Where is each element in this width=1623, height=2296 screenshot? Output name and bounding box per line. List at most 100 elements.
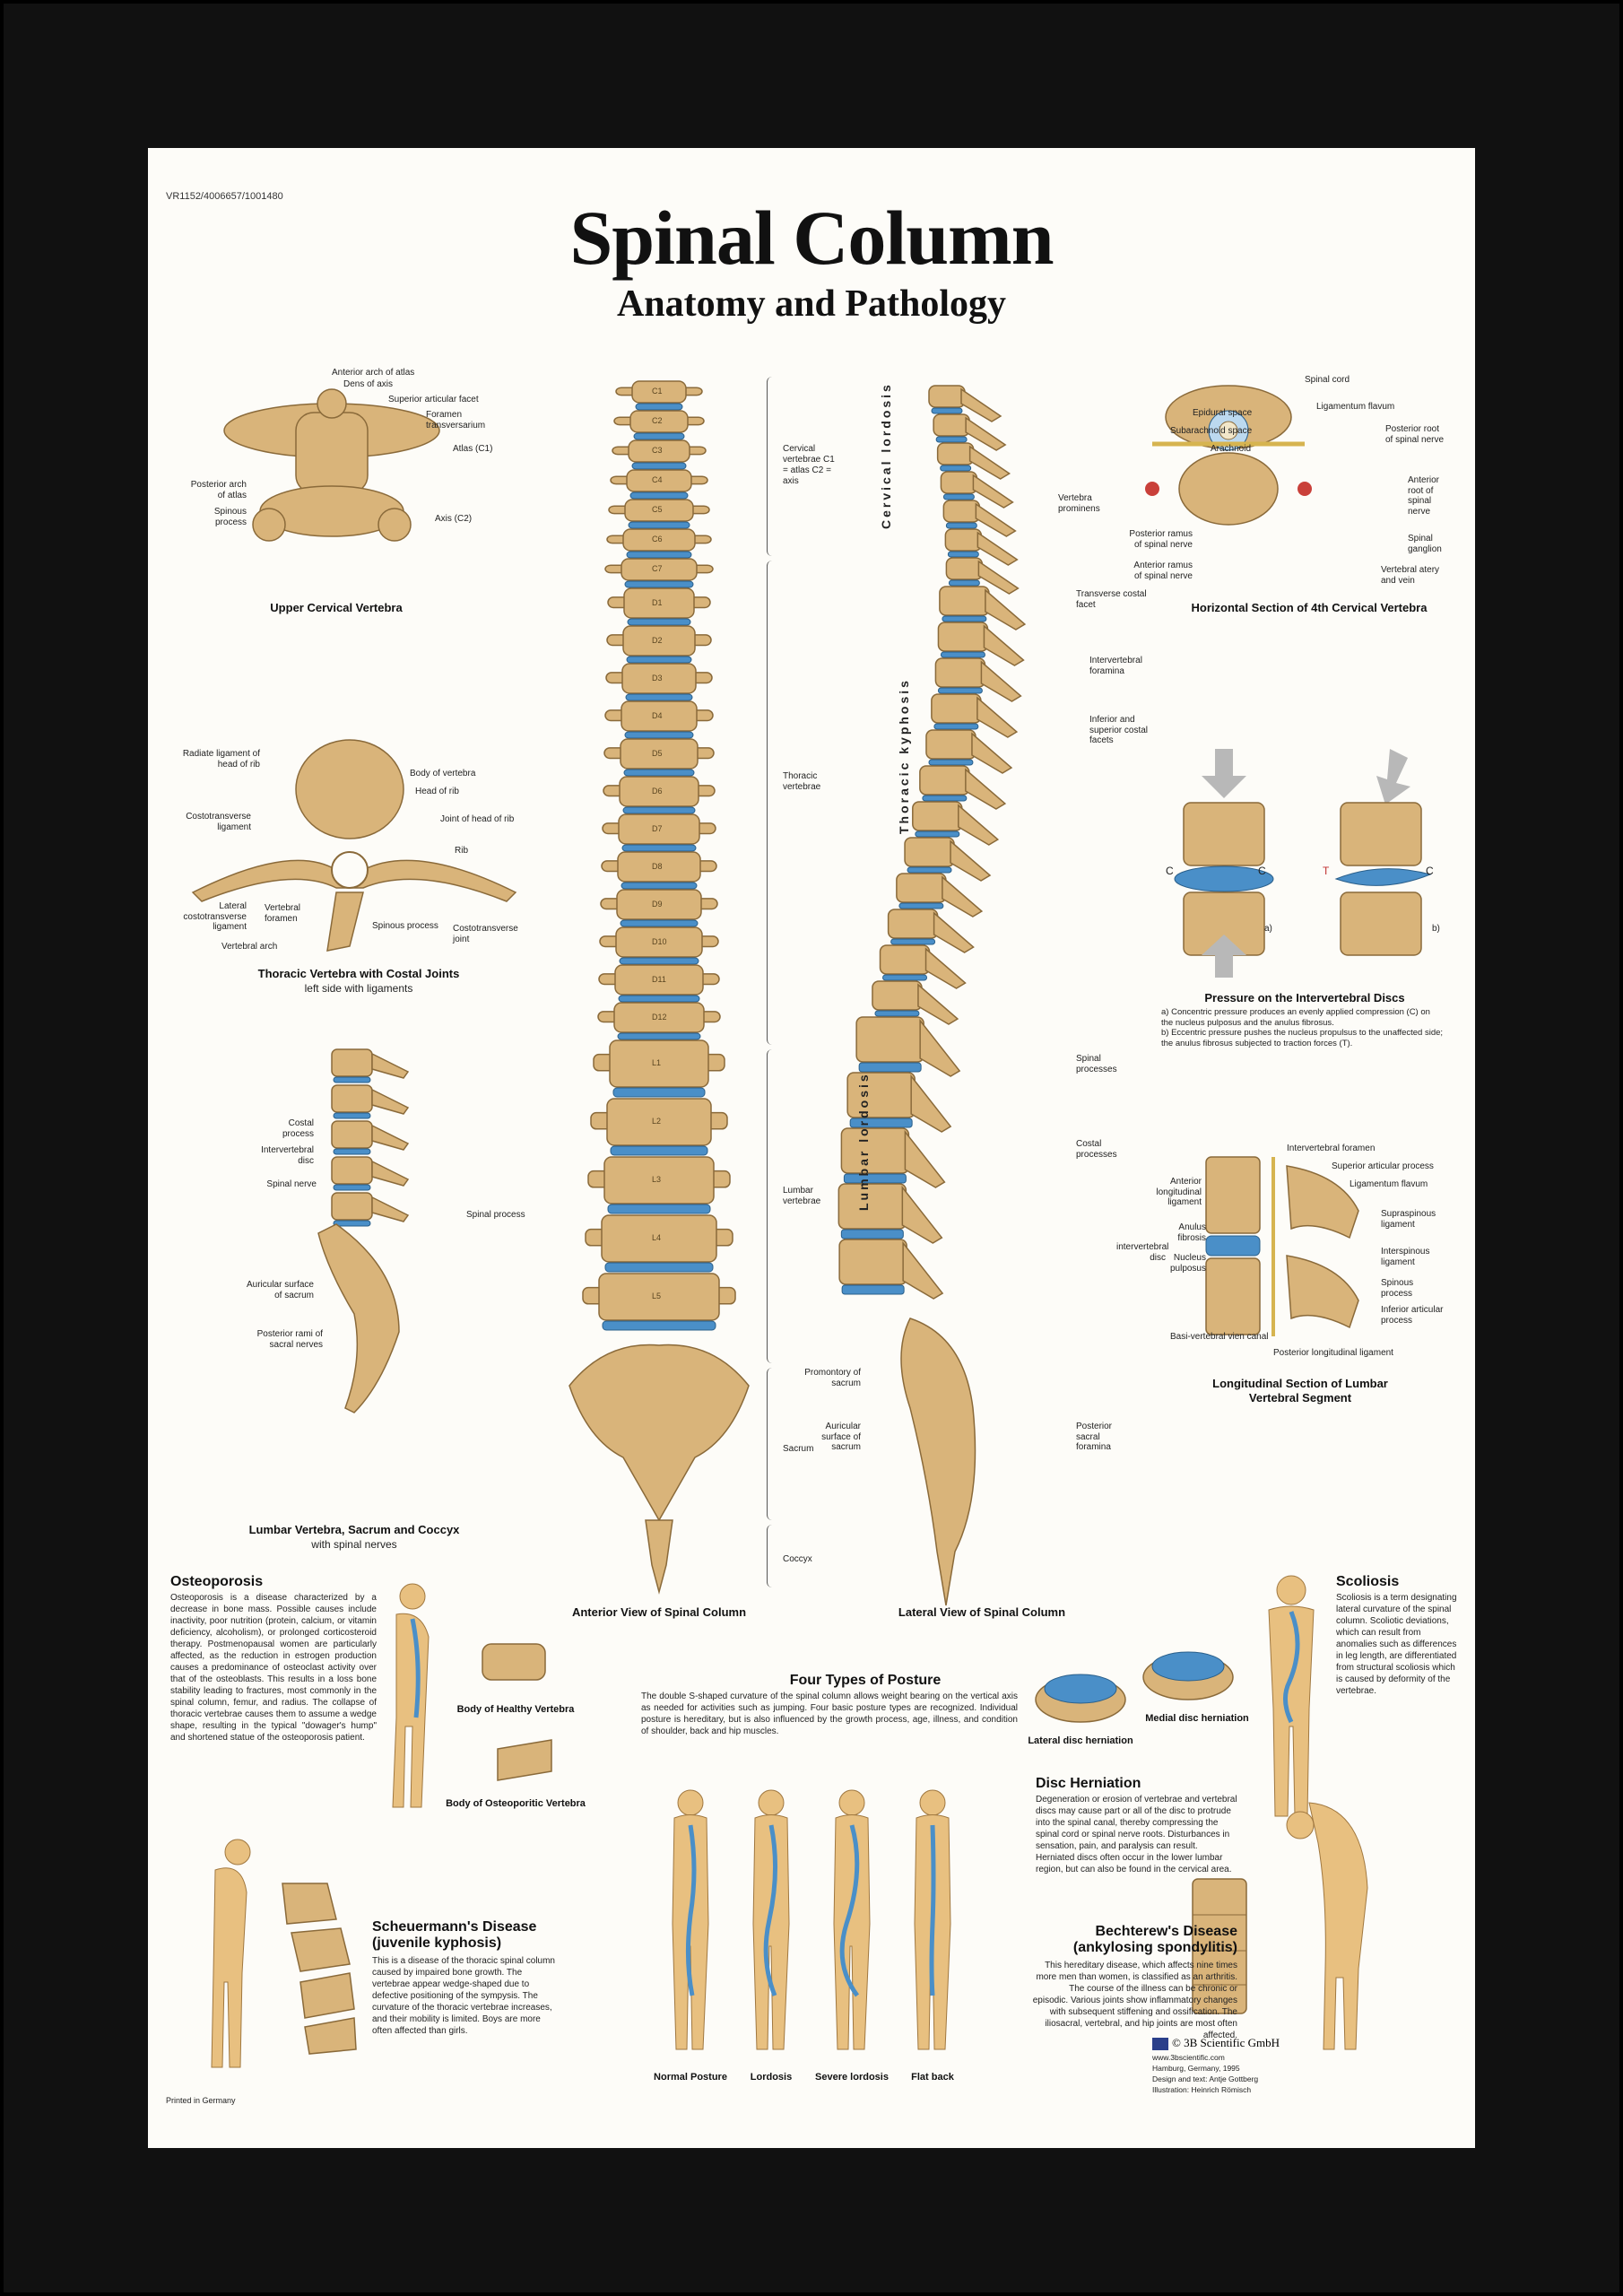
anterior-disc-c1 xyxy=(635,403,683,411)
label-costal-processes: Costal processes xyxy=(1076,1139,1117,1160)
bechterew-vertebrae xyxy=(1192,1878,1247,2014)
anterior-disc-c3 xyxy=(631,462,687,470)
lateral-spinous-process xyxy=(976,696,1019,738)
printed-in-germany: Printed in Germany xyxy=(166,2096,236,2105)
medial-herniation-caption: Medial disc herniation xyxy=(1145,1713,1249,1724)
label-foramen-transversarium: Foramen transversarium xyxy=(426,410,486,430)
lateral-vertebra xyxy=(939,586,990,616)
lateral-spinous-process xyxy=(958,804,1000,846)
anterior-vertebra-c7 xyxy=(621,558,698,581)
label-ligamentum-flavum-l: Ligamentum flavum xyxy=(1350,1179,1428,1189)
label-intervertebral-disc-l: Intervertebral disc xyxy=(261,1145,314,1166)
herniation-text: Degeneration or erosion of vertebrae and… xyxy=(1036,1795,1237,1874)
label-superior-facet: Superior articular facet xyxy=(388,395,479,404)
anterior-disc-c7 xyxy=(624,580,694,588)
lateral-herniation-image xyxy=(1035,1674,1126,1723)
lateral-disc xyxy=(942,493,975,500)
lateral-vertebra xyxy=(940,471,978,494)
scheuermann-title: Scheuermann's Disease (juvenile kyphosis… xyxy=(372,1919,537,1951)
lateral-disc xyxy=(890,938,936,945)
posture-figure xyxy=(672,1789,709,2050)
label-supraspinous: Supraspinous ligament xyxy=(1381,1209,1436,1230)
brand-logo-icon xyxy=(1152,2038,1168,2051)
anterior-disc-d8 xyxy=(621,882,698,890)
label-joint-head-rib: Joint of head of rib xyxy=(440,814,515,824)
anterior-disc-d12 xyxy=(617,1032,701,1040)
anterior-disc-d6 xyxy=(622,806,696,814)
lateral-disc xyxy=(922,795,968,802)
mark-b: b) xyxy=(1432,924,1440,934)
mark-c-right: C xyxy=(1426,865,1434,877)
lateral-vertebra xyxy=(934,657,986,688)
section-lumbar: Lumbar vertebrae xyxy=(783,1186,821,1206)
anterior-disc-d2 xyxy=(626,656,692,664)
upper-cervical-illustration xyxy=(223,388,440,542)
lateral-vertebra xyxy=(912,801,963,831)
label-anterior-ramus: Anterior ramus of spinal nerve xyxy=(1133,561,1193,581)
lumbar-disc xyxy=(333,1076,371,1083)
footer-design: Design and text: Antje Gottberg xyxy=(1152,2074,1259,2083)
lateral-disc xyxy=(898,902,944,909)
label-subarachnoid: Subarachnoid space xyxy=(1170,426,1253,436)
anterior-vertebra-label: D12 xyxy=(652,1012,667,1022)
osteoporotic-vertebra-caption: Body of Osteoporitic Vertebra xyxy=(446,1798,586,1809)
lateral-spinous-process xyxy=(924,947,967,989)
lateral-disc xyxy=(947,551,979,558)
osteoporosis-text: Osteoporosis is a disease characterized … xyxy=(170,1593,377,1743)
lumbar-disc xyxy=(333,1148,371,1155)
posture-label: Lordosis xyxy=(750,2072,793,2083)
lateral-spinous-process xyxy=(901,1185,943,1244)
bechterew-figure xyxy=(1286,1802,1368,2050)
label-posterior-longitudinal: Posterior longitudinal ligament xyxy=(1273,1348,1393,1358)
lateral-spinous-process xyxy=(976,531,1019,566)
lateral-spinous-process xyxy=(968,445,1011,480)
lateral-caption: Lateral View of Spinal Column xyxy=(898,1605,1066,1619)
lateral-spinous-process xyxy=(965,416,1007,451)
brand-name: © 3B Scientific GmbH xyxy=(1152,2036,1280,2051)
longitudinal-caption: Longitudinal Section of Lumbar Vertebral… xyxy=(1212,1377,1388,1405)
anterior-vertebra-l3 xyxy=(603,1156,715,1205)
lateral-vertebra xyxy=(840,1127,910,1174)
poster-subtitle: Anatomy and Pathology xyxy=(616,283,1007,325)
lateral-disc xyxy=(928,759,974,766)
lateral-vertebra xyxy=(933,413,970,437)
lateral-spine-illustration xyxy=(838,385,1027,1606)
anterior-disc-c2 xyxy=(633,432,685,440)
lateral-spinous-process xyxy=(965,768,1007,810)
mark-t: T xyxy=(1323,865,1330,877)
anterior-caption: Anterior View of Spinal Column xyxy=(571,1605,747,1619)
label-spinal-cord: Spinal cord xyxy=(1305,375,1350,385)
anterior-vertebra-l2 xyxy=(606,1098,712,1146)
label-arachnoid: Arachnoid xyxy=(1211,444,1252,454)
brace-coccyx xyxy=(767,1525,775,1587)
anterior-vertebra-label: C4 xyxy=(652,475,663,484)
footer-illustration: Illustration: Heinrich Römisch xyxy=(1152,2085,1252,2094)
label-atlas: Atlas (C1) xyxy=(453,444,493,454)
lumbar-disc xyxy=(333,1112,371,1119)
lumbar-vertebra xyxy=(331,1120,373,1149)
lateral-vertebra xyxy=(896,873,947,903)
bechterew-text: This hereditary disease, which affects n… xyxy=(1032,1961,1237,2040)
lateral-spinous-process xyxy=(933,911,975,953)
herniation-title: Disc Herniation xyxy=(1036,1776,1141,1791)
label-intervertebral-foramina: Intervertebral foramina xyxy=(1089,656,1142,676)
lumbar-disc xyxy=(333,1220,371,1227)
label-spinal-nerve: Spinal nerve xyxy=(266,1179,317,1189)
lateral-vertebra xyxy=(942,500,981,523)
lumbar-vertebra xyxy=(331,1048,373,1077)
mark-c-left: C xyxy=(1166,865,1174,877)
lateral-disc xyxy=(937,687,983,694)
label-posterior-rami: Posterior rami of sacral nerves xyxy=(256,1329,323,1350)
label-superior-articular: Superior articular process xyxy=(1332,1161,1434,1171)
lateral-spinous-process xyxy=(919,1018,961,1077)
anterior-vertebra-d12 xyxy=(613,1002,705,1033)
pressure-text-b: b) Eccentric pressure pushes the nucleus… xyxy=(1161,1028,1444,1049)
anterior-vertebra-d3 xyxy=(621,663,697,694)
label-promontory: Promontory of sacrum xyxy=(804,1368,861,1388)
lateral-disc xyxy=(945,522,977,529)
anterior-disc-d11 xyxy=(618,995,700,1003)
label-vertebral-artery: Vertebral atery and vein xyxy=(1381,565,1440,586)
anterior-vertebra-d8 xyxy=(617,851,701,883)
anterior-vertebra-d4 xyxy=(621,700,698,732)
anterior-vertebra-label: C3 xyxy=(652,446,663,455)
